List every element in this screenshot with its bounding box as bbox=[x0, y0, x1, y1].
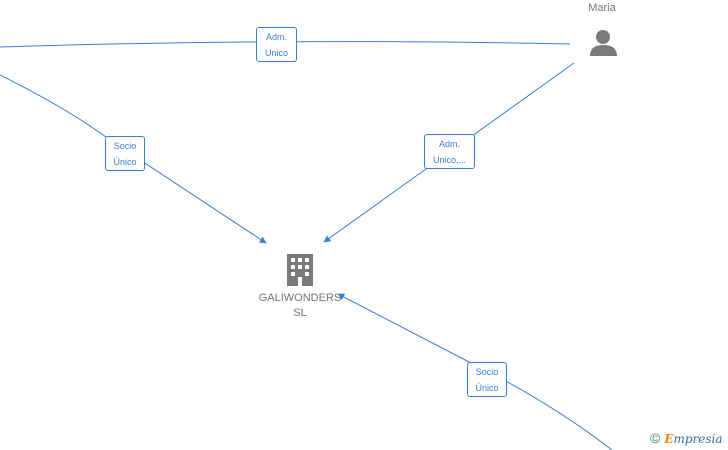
person-name: Maria bbox=[588, 2, 616, 14]
edge-label-left-line2: Único bbox=[113, 157, 137, 167]
company-name-line2: SL bbox=[293, 307, 307, 319]
company-name-line1: GALIWONDERS bbox=[258, 292, 342, 304]
person-icon[interactable] bbox=[590, 30, 617, 56]
copyright-symbol: © bbox=[650, 430, 661, 446]
edge-label-bottom[interactable]: Socio Único bbox=[467, 362, 507, 397]
edge-label-right-line2: Unico,... bbox=[432, 155, 466, 165]
edge-label-left-line1: Socio bbox=[113, 141, 137, 151]
edge-label-right-line1: Adm. bbox=[438, 139, 460, 149]
edge-label-top-line1: Adm. bbox=[265, 32, 287, 42]
edge-label-bottom-line2: Único bbox=[475, 383, 499, 393]
edge-label-bottom-line1: Socio bbox=[475, 367, 499, 377]
company-name[interactable]: GALIWONDERS SL bbox=[248, 291, 352, 321]
watermark: ©Empresia bbox=[650, 430, 723, 446]
edge-label-right[interactable]: Adm. Unico,... bbox=[424, 134, 475, 169]
brand-logo: Empresia bbox=[664, 432, 723, 446]
edge-label-top[interactable]: Adm. Unico bbox=[256, 27, 297, 62]
building-icon[interactable] bbox=[287, 254, 313, 286]
edge-label-top-line2: Unico bbox=[264, 48, 288, 58]
edge-label-left[interactable]: Socio Único bbox=[105, 136, 145, 171]
